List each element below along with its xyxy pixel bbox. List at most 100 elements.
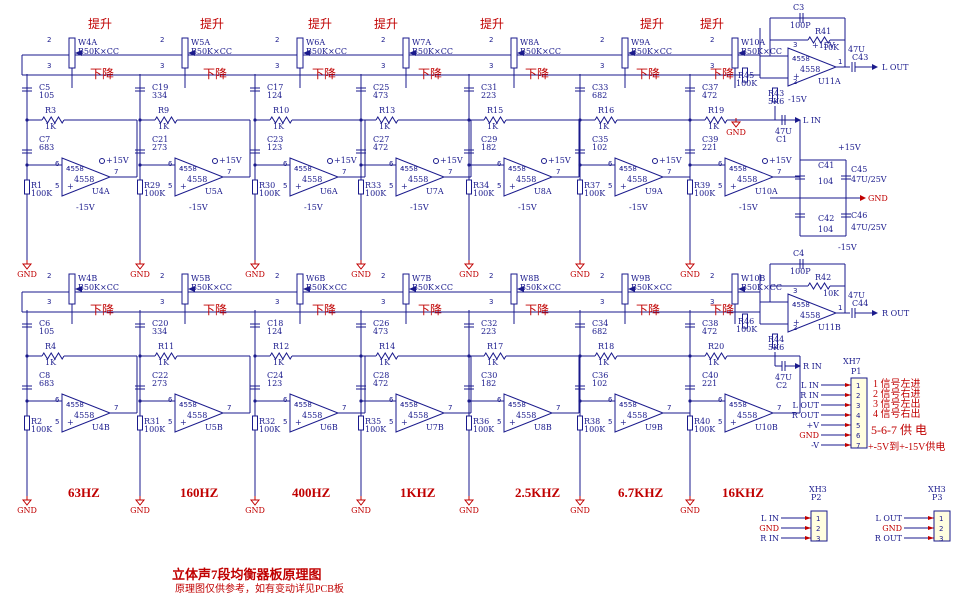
connector-signal-label: GND <box>759 524 779 533</box>
opamp-minus: - <box>180 163 183 172</box>
opamp-triangle <box>395 393 446 433</box>
opamp-designator: U7B <box>426 423 444 432</box>
connector-pin-number: 2 <box>816 525 820 533</box>
opamp-triangle <box>61 157 112 197</box>
res-designator: R32 <box>259 417 275 426</box>
pin-number: 7 <box>114 404 118 412</box>
connector-ref: P2 <box>811 493 821 502</box>
pin-number: 2 <box>381 272 385 280</box>
neg-supply-label: -15V <box>76 203 95 212</box>
cap-designator: C43 <box>852 53 868 62</box>
connector-pin-number: 1 <box>856 382 860 390</box>
pin-number: 3 <box>160 298 164 306</box>
connector-arrow-icon <box>845 423 851 427</box>
pin-number: 2 <box>489 36 493 44</box>
cap-designator: C21 <box>152 135 168 144</box>
opamp-plus: + <box>620 418 627 427</box>
connector-pin-number: 5 <box>856 422 860 430</box>
cap-designator: C34 <box>592 319 608 328</box>
pot-value: B50K×CC <box>412 47 453 56</box>
res-value: 1K <box>273 358 285 367</box>
pot-value: B50K×CC <box>412 283 453 292</box>
cap-value: 182 <box>481 379 496 388</box>
opamp-type: 4558 <box>74 175 94 184</box>
res-designator: R31 <box>144 417 160 426</box>
pot-designator: W4A <box>78 38 97 47</box>
opamp-triangle <box>614 393 665 433</box>
ground-icon <box>574 263 586 270</box>
opamp-minus: - <box>509 399 512 408</box>
opamp-type: 4558 <box>187 175 207 184</box>
pin-number: 3 <box>47 62 51 70</box>
opamp-plus: + <box>509 182 516 191</box>
ground-icon <box>355 263 367 270</box>
res-value: 100K <box>144 189 166 198</box>
res-value: 1K <box>158 122 170 131</box>
pot-designator: W9B <box>631 274 650 283</box>
cap-value: 47U <box>848 45 865 54</box>
res-value: 1K <box>708 358 720 367</box>
opamp-plus: + <box>401 418 408 427</box>
input-net-label: L IN <box>803 116 821 125</box>
power-terminal <box>433 158 439 164</box>
opamp-triangle <box>787 47 838 87</box>
connector-pin-number: 4 <box>856 412 861 420</box>
cap-value: 124 <box>267 91 282 100</box>
pot-value: B50K×CC <box>306 47 347 56</box>
feedback-resistor <box>594 352 618 360</box>
bias-resistor <box>466 179 472 195</box>
pin-label: 4558 <box>729 401 747 409</box>
eq-potentiometer <box>402 37 410 69</box>
cap-value: 682 <box>592 327 607 336</box>
eq-potentiometer <box>296 37 304 69</box>
pot-wiper-arrow <box>75 50 82 56</box>
connector-name: XH3 <box>809 485 827 494</box>
pin-number: 5 <box>389 418 393 426</box>
pin-number: 7 <box>227 404 231 412</box>
cap-designator: C33 <box>592 83 608 92</box>
pos-supply-label: +15V <box>334 156 357 165</box>
cap-designator: C7 <box>39 135 50 144</box>
res-value: 100K <box>584 189 606 198</box>
pin-number: 6 <box>283 160 288 168</box>
pin-number: 2 <box>47 36 51 44</box>
band-frequency-label: 160HZ <box>180 485 219 500</box>
boost-label: 提升 <box>700 16 724 31</box>
cap-value: 47U <box>775 373 792 382</box>
pin-description: 1 信号左进 <box>873 377 921 390</box>
res-designator: R29 <box>144 181 160 190</box>
gnd-label: GND <box>680 506 700 515</box>
power-terminal <box>327 158 333 164</box>
diagram-title: 立体声7段均衡器板原理图 <box>172 567 322 582</box>
gnd-label: GND <box>17 506 37 515</box>
cap-designator: C31 <box>481 83 497 92</box>
ground-icon <box>249 263 261 270</box>
opamp-plus: + <box>295 182 302 191</box>
cap-value: 123 <box>267 379 282 388</box>
res-value: 100K <box>31 189 53 198</box>
pin-number: 6 <box>389 160 394 168</box>
cap-designator: C22 <box>152 371 168 380</box>
opamp-triangle <box>724 157 775 197</box>
opamp-type: 4558 <box>302 175 322 184</box>
res-designator: R13 <box>379 106 395 115</box>
pin-number: 7 <box>777 404 781 412</box>
junction-dot <box>253 163 257 167</box>
pin-number: 6 <box>497 396 502 404</box>
res-designator: R18 <box>598 342 614 351</box>
bias-resistor <box>24 415 30 431</box>
res-designator: R39 <box>694 181 710 190</box>
pin-number: 3 <box>489 298 493 306</box>
res-designator: R14 <box>379 342 395 351</box>
ground-icon <box>684 263 696 270</box>
cap-value: 682 <box>592 91 607 100</box>
opamp-minus: - <box>401 399 404 408</box>
pos-supply-label: +15V <box>838 143 861 152</box>
pot-value: B50K×CC <box>631 47 672 56</box>
pin-number: 3 <box>710 298 714 306</box>
eq-potentiometer <box>68 37 76 69</box>
res-value: 100K <box>736 79 758 88</box>
pot-value: B50K×CC <box>306 283 347 292</box>
opamp-triangle <box>614 157 665 197</box>
res-value: 1K <box>598 358 610 367</box>
